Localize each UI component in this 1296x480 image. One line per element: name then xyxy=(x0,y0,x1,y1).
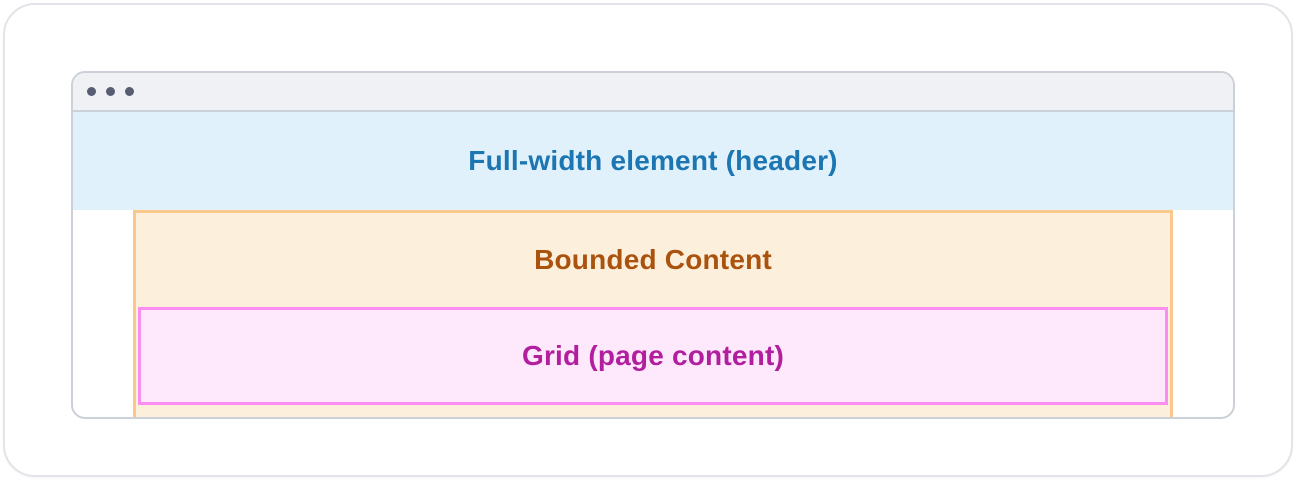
bounded-content-label-area: Bounded Content xyxy=(136,213,1170,307)
grid-page-content-label: Grid (page content) xyxy=(521,340,785,371)
browser-titlebar xyxy=(73,73,1233,112)
window-dot-icon xyxy=(125,87,134,96)
window-dot-icon xyxy=(87,87,96,96)
full-width-header-band: Full-width element (header) xyxy=(73,112,1233,210)
browser-window-mockup: Full-width element (header) Bounded Cont… xyxy=(71,71,1235,419)
window-dot-icon xyxy=(106,87,115,96)
grid-page-content-box: Grid (page content) xyxy=(138,307,1168,405)
bounded-content-label: Bounded Content xyxy=(534,244,772,275)
outer-card: Full-width element (header) Bounded Cont… xyxy=(3,3,1293,477)
full-width-header-label: Full-width element (header) xyxy=(468,145,838,176)
bounded-content-box: Bounded Content Grid (page content) xyxy=(133,210,1173,417)
